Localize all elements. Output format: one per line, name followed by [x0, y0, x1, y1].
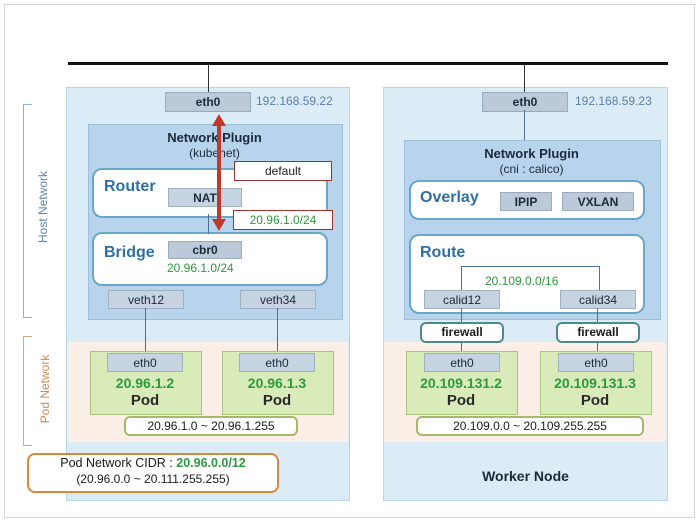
left-router-title: Router: [104, 178, 156, 195]
left-cbr0[interactable]: cbr0: [168, 241, 242, 259]
right-pod-range: 20.109.0.0 ~ 20.109.255.255: [416, 416, 644, 436]
left-eth0-ip: 192.168.59.22: [256, 94, 333, 108]
right-eth0[interactable]: eth0: [482, 92, 568, 112]
right-plugin-title: Network Plugin: [484, 146, 579, 161]
left-veth34[interactable]: veth34: [240, 290, 316, 309]
left-pod-2-label: Pod: [262, 392, 292, 409]
left-cbr0-ip: 20.96.1.0/24: [167, 261, 234, 275]
left-veth12[interactable]: veth12: [108, 290, 184, 309]
pod-network-cidr-range: (20.96.0.0 ~ 20.111.255.255): [76, 472, 230, 486]
right-route-tree: [461, 266, 600, 293]
host-network-label: Host Network: [36, 170, 50, 244]
pod-network-bracket: [23, 336, 32, 446]
right-pod-2-label: Pod: [580, 392, 610, 409]
right-route-ip: 20.109.0.0/16: [482, 274, 562, 288]
right-calid34[interactable]: calid34: [560, 290, 636, 309]
pod-network-cidr-box: [27, 453, 279, 493]
left-plugin-title: Network Plugin: [167, 130, 262, 145]
left-route-arrow-head-down: [212, 219, 226, 231]
left-default-route: default: [234, 161, 332, 181]
left-pod-range: 20.96.1.0 ~ 20.96.1.255: [124, 416, 298, 436]
left-pod-route: 20.96.1.0/24: [233, 210, 333, 230]
left-route-arrow-head-up: [212, 114, 226, 126]
right-pod-2-ip: 20.109.131.3: [554, 375, 636, 391]
left-router-bridge-link: [208, 214, 209, 234]
right-ipip[interactable]: IPIP: [500, 192, 552, 211]
right-firewall-2[interactable]: firewall: [556, 322, 640, 343]
right-pod-1-eth0[interactable]: eth0: [424, 353, 500, 372]
pod-network-label: Pod Network: [38, 354, 52, 424]
left-bridge-title: Bridge: [104, 244, 155, 261]
left-pod-2-ip: 20.96.1.3: [247, 375, 307, 391]
left-pod-1-label: Pod: [130, 392, 160, 409]
right-plugin-subtitle: (cni : calico): [499, 162, 564, 176]
host-network-bracket: [23, 104, 32, 318]
left-pod-1-ip: 20.96.1.2: [115, 375, 175, 391]
left-pod-2-eth0[interactable]: eth0: [239, 353, 315, 372]
left-route-arrow-shaft: [217, 124, 221, 220]
network-bus-line: [68, 62, 668, 65]
right-route-title: Route: [420, 244, 466, 261]
left-veth34-link: [277, 308, 278, 353]
right-vxlan[interactable]: VXLAN: [562, 192, 634, 211]
right-overlay-title: Overlay: [420, 189, 479, 206]
left-nat[interactable]: NAT: [168, 188, 242, 207]
left-pod-1-eth0[interactable]: eth0: [107, 353, 183, 372]
pod-network-cidr-value: 20.96.0.0/12: [176, 456, 246, 470]
left-uplink: [208, 64, 209, 92]
right-uplink: [524, 64, 525, 92]
worker-node-label: Worker Node: [482, 468, 569, 484]
pod-network-cidr-line: Pod Network CIDR : 20.96.0.0/12: [27, 456, 279, 470]
left-veth12-link: [145, 308, 146, 353]
left-plugin-subtitle: (kubenet): [189, 146, 240, 160]
left-eth0[interactable]: eth0: [165, 92, 251, 112]
right-calid12[interactable]: calid12: [424, 290, 500, 309]
right-pod-1-ip: 20.109.131.2: [420, 375, 502, 391]
right-pod-1-label: Pod: [446, 392, 476, 409]
pod-network-cidr-prefix: Pod Network CIDR :: [60, 456, 177, 470]
right-eth0-ip: 192.168.59.23: [575, 94, 652, 108]
right-firewall-1[interactable]: firewall: [420, 322, 504, 343]
right-pod-2-eth0[interactable]: eth0: [558, 353, 634, 372]
